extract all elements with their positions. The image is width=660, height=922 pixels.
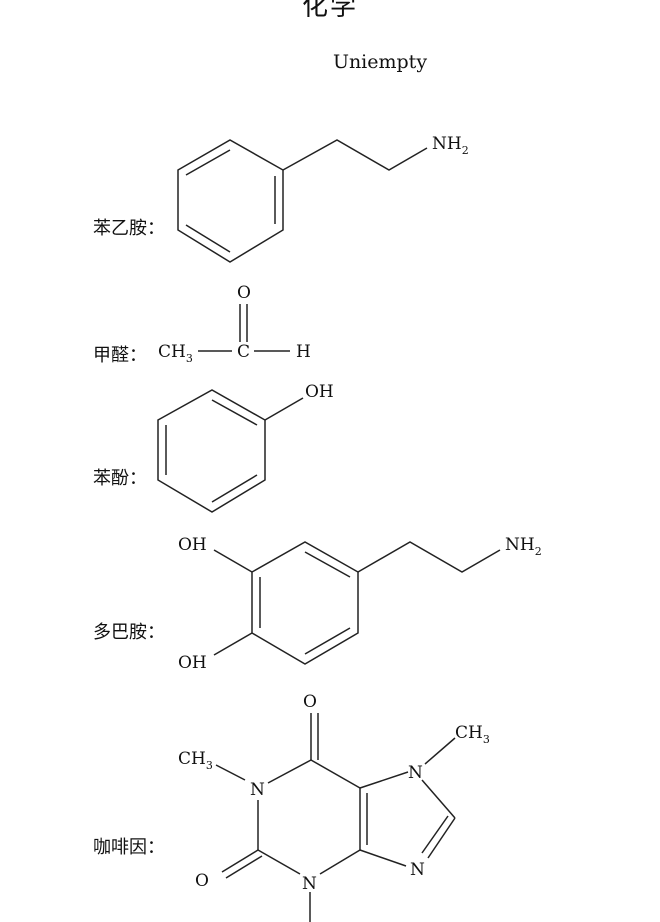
benzene-ring [157,389,266,513]
hydroxyl-group: OH [305,382,334,402]
document-title: 化学 [301,0,358,22]
oxygen-atom: O [237,283,251,303]
nitrogen-atom-n3: N [302,874,317,894]
methyl-group-n7: CH3 [455,723,490,746]
oxygen-atom-top: O [303,692,317,712]
nitrogen-atom-n7: N [408,763,423,783]
molecule-label-phenol: 苯酚： [93,468,147,489]
molecule-label-acetaldehyde: 甲醛： [93,345,147,366]
hydrogen-atom: H [296,342,311,362]
nitrogen-atom-n1: N [250,780,265,800]
methyl-group: CH3 [158,342,193,365]
molecule-label-caffeine: 咖啡因： [93,837,165,858]
nitrogen-atom-n9: N [410,860,425,880]
hydroxyl-group-bottom: OH [178,653,207,673]
document-author: Uniempty [332,51,428,73]
ethyl-chain [282,139,428,171]
amine-group: NH2 [505,535,542,558]
oxygen-atom-left: O [195,871,209,891]
methyl-group-n1: CH3 [178,749,213,772]
benzene-ring [177,139,284,263]
carbon-atom: C [237,342,250,362]
amine-group: NH2 [432,134,469,157]
hydroxyl-group-top: OH [178,535,207,555]
molecule-label-phenethylamine: 苯乙胺： [93,218,165,239]
ethyl-chain [357,541,501,573]
molecule-label-dopamine: 多巴胺： [93,622,165,643]
